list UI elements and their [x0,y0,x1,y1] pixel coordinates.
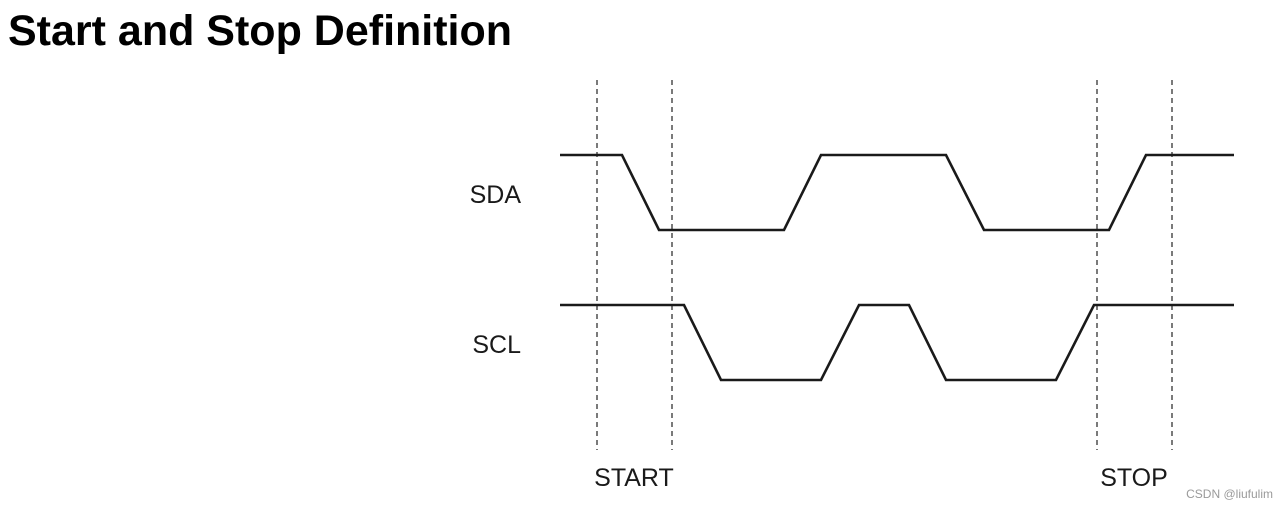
stop-label: STOP [1100,464,1168,492]
scl-waveform [560,303,1234,382]
start-label: START [594,464,674,492]
watermark-text: CSDN @liufulim [1186,487,1273,501]
reference-lines [596,80,1173,450]
scl-label: SCL [472,331,521,359]
sda-label: SDA [470,181,522,209]
page-title: Start and Stop Definition [8,7,513,55]
sda-waveform [560,153,1234,232]
